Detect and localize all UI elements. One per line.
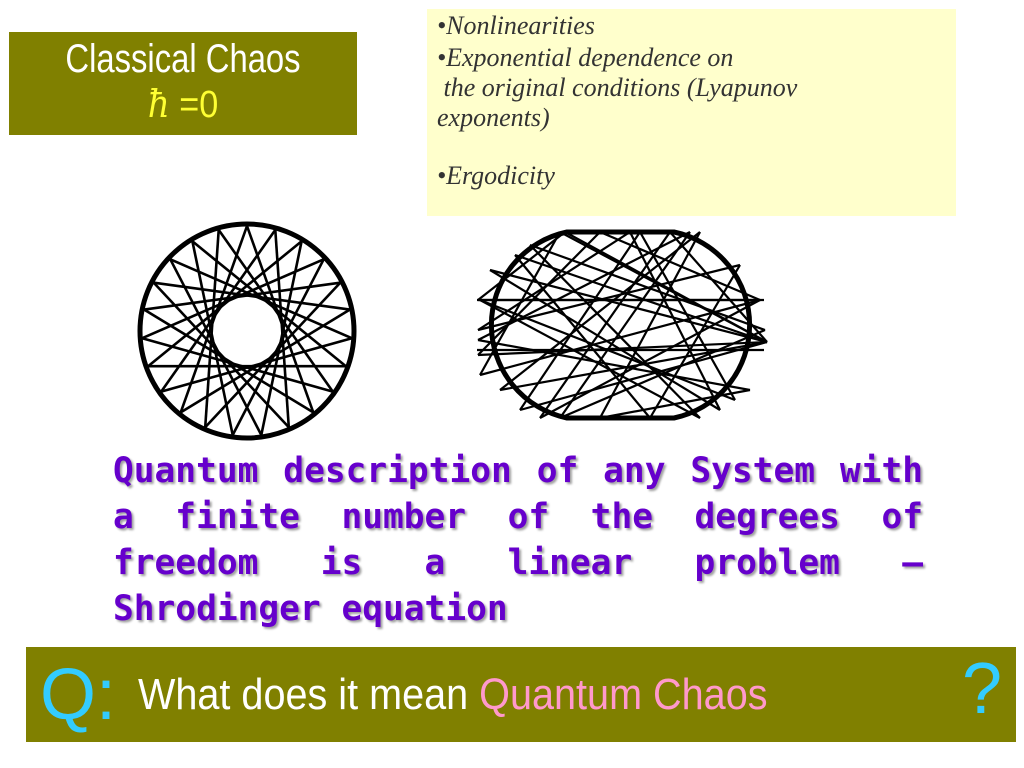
- stadium-chord: [669, 231, 768, 343]
- title-box: Classical Chaos ħ =0: [9, 32, 357, 135]
- stadium-chord: [477, 231, 631, 331]
- stadium-billiard-trajectory: [477, 229, 768, 421]
- stadium-chord: [514, 253, 768, 344]
- property-exponential: •Exponential dependence on: [437, 43, 734, 72]
- stadium-chord: [489, 269, 721, 411]
- question-prefix: What does it mean: [138, 669, 480, 719]
- circular-billiard-trajectory: [137, 221, 357, 441]
- circle-chord: [169, 258, 263, 436]
- stadium-chord: [477, 231, 601, 356]
- stadium-chord: [539, 299, 761, 419]
- stadium-chord: [489, 268, 768, 344]
- circle-chord: [231, 258, 325, 436]
- stadium-chord: [479, 231, 561, 376]
- circle-chord: [144, 281, 341, 311]
- circle-chord: [217, 229, 334, 393]
- circle-chord: [147, 240, 303, 368]
- stadium-chord: [539, 231, 671, 419]
- stadium-chord: [499, 231, 701, 391]
- q-label: Q:: [40, 654, 117, 735]
- circle-billiard-boundary: [137, 221, 357, 441]
- stadium-chords: [477, 230, 768, 420]
- hbar-equals-zero: =0: [169, 84, 219, 126]
- question-bar: Q: What does it mean Quantum Chaos ?: [26, 647, 1016, 742]
- stadium-chord: [629, 231, 721, 411]
- stadium-chord: [639, 231, 736, 401]
- circle-chord: [143, 308, 314, 414]
- circle-chord: [153, 281, 350, 311]
- stadium-chord: [519, 340, 768, 412]
- property-exponential-line2: the original conditions (Lyapunov: [437, 73, 798, 102]
- property-nonlinearities: •Nonlinearities: [437, 11, 595, 40]
- stadium-chord: [559, 231, 691, 419]
- property-ergodicity: •Ergodicity: [437, 161, 555, 190]
- hbar-equation: ħ =0: [26, 82, 339, 127]
- question-mark: ?: [961, 649, 1002, 729]
- stadium-chord: [477, 231, 566, 301]
- stadium-chord: [519, 231, 641, 411]
- stadium-chord: [479, 298, 761, 377]
- question-text: What does it mean Quantum Chaos: [138, 669, 768, 719]
- question-highlight: Quantum Chaos: [479, 669, 768, 719]
- quantum-description-text: Quantum description of any System with a…: [113, 451, 923, 629]
- stadium-chord: [477, 263, 741, 332]
- hbar-symbol: ħ: [147, 82, 170, 126]
- circle-chord: [274, 229, 291, 428]
- circle-chord: [180, 308, 351, 414]
- circle-chord: [191, 240, 347, 368]
- circle-chord: [141, 258, 325, 340]
- circle-chord: [203, 229, 220, 428]
- stadium-chord: [599, 230, 761, 302]
- stadium-chord: [559, 231, 768, 343]
- slide-title: Classical Chaos: [65, 37, 301, 81]
- stadium-chord: [599, 231, 701, 419]
- stadium-chord: [599, 388, 751, 420]
- stadium-chord: [649, 264, 741, 419]
- stadium-chord: [477, 340, 768, 357]
- circle-chords: [141, 225, 353, 436]
- stadium-chord: [529, 244, 701, 419]
- property-exponential-line3: exponents): [437, 103, 550, 132]
- properties-box: •Nonlinearities •Exponential dependence …: [427, 9, 956, 216]
